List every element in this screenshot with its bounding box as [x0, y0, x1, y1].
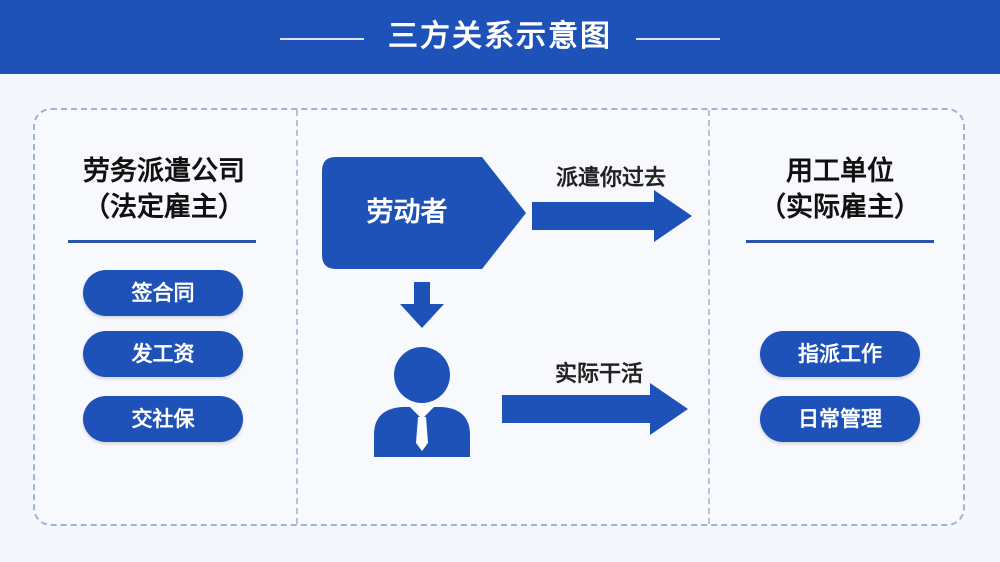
agency-duty-pay-wages: 发工资: [83, 331, 243, 377]
down-arrow-icon: [400, 282, 444, 328]
actual-work-arrow-icon: [502, 383, 688, 435]
employer-title-rule: [746, 240, 934, 243]
dispatch-arrow-label: 派遣你过去: [555, 166, 666, 191]
agency-duty-social-insurance: 交社保: [83, 396, 243, 442]
employer-duty-assign-work: 指派工作: [760, 331, 920, 377]
agency-title: 劳务派遣公司 （法定雇主）: [50, 154, 278, 226]
person-icon: [374, 347, 470, 457]
divider-right: [708, 110, 710, 524]
agency-title-line1: 劳务派遣公司: [83, 156, 245, 187]
agency-title-rule: [68, 240, 256, 243]
worker-box: [322, 157, 526, 269]
divider-left: [296, 110, 298, 524]
header-bar: [0, 0, 1000, 74]
employer-title: 用工单位 （实际雇主）: [726, 154, 954, 226]
agency-duty-sign-contract: 签合同: [83, 270, 243, 316]
agency-title-line2: （法定雇主）: [83, 192, 245, 223]
dispatch-arrow-icon: [532, 190, 692, 242]
employer-title-line1: 用工单位: [786, 156, 894, 187]
diagram-frame: [33, 108, 965, 526]
actual-work-arrow-label: 实际干活: [554, 362, 643, 387]
page-title: 三方关系示意图: [388, 19, 612, 54]
header-decor-line-left: [280, 38, 364, 40]
employer-duty-daily-management: 日常管理: [760, 396, 920, 442]
header-decor-line-right: [636, 38, 720, 40]
employer-title-line2: （实际雇主）: [759, 192, 921, 223]
worker-label: 劳动者: [366, 197, 448, 228]
